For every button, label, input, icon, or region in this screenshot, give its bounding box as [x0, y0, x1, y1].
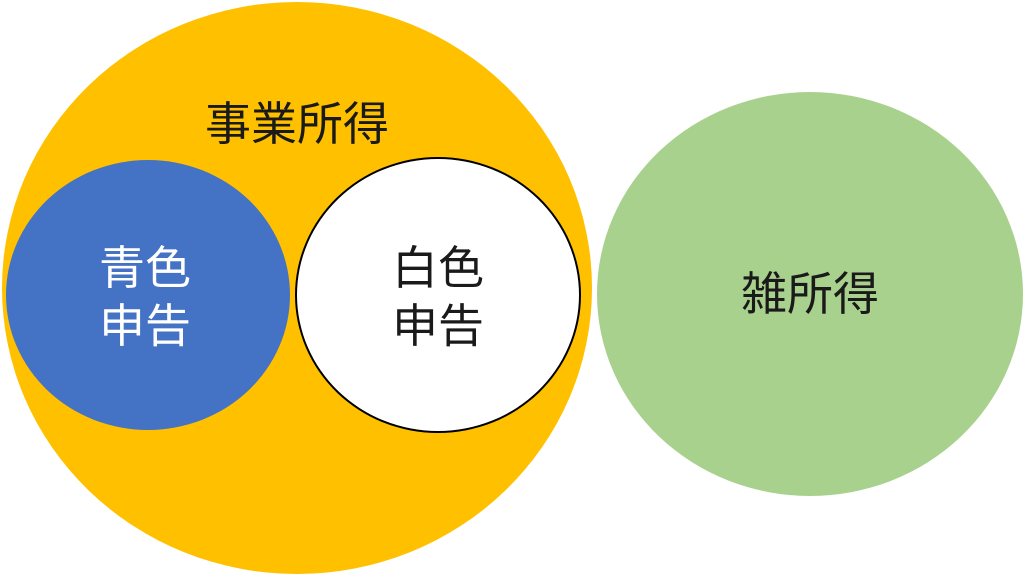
blue-filing-label-line1: 青色 [99, 241, 191, 295]
blue-filing-label-line2: 申告 [99, 298, 191, 353]
misc-income-label: 雑所得 [741, 267, 879, 321]
business-income-label: 事業所得 [205, 97, 389, 151]
white-filing-label-line2: 申告 [392, 298, 484, 353]
blue-filing-circle [6, 160, 290, 430]
white-filing-circle [295, 157, 581, 433]
misc-income-circle [597, 92, 1023, 496]
white-filing-label: 白色 申告 [340, 240, 536, 355]
blue-filing-label: 青色 申告 [50, 240, 240, 355]
white-filing-label-line1: 白色 [392, 241, 484, 295]
